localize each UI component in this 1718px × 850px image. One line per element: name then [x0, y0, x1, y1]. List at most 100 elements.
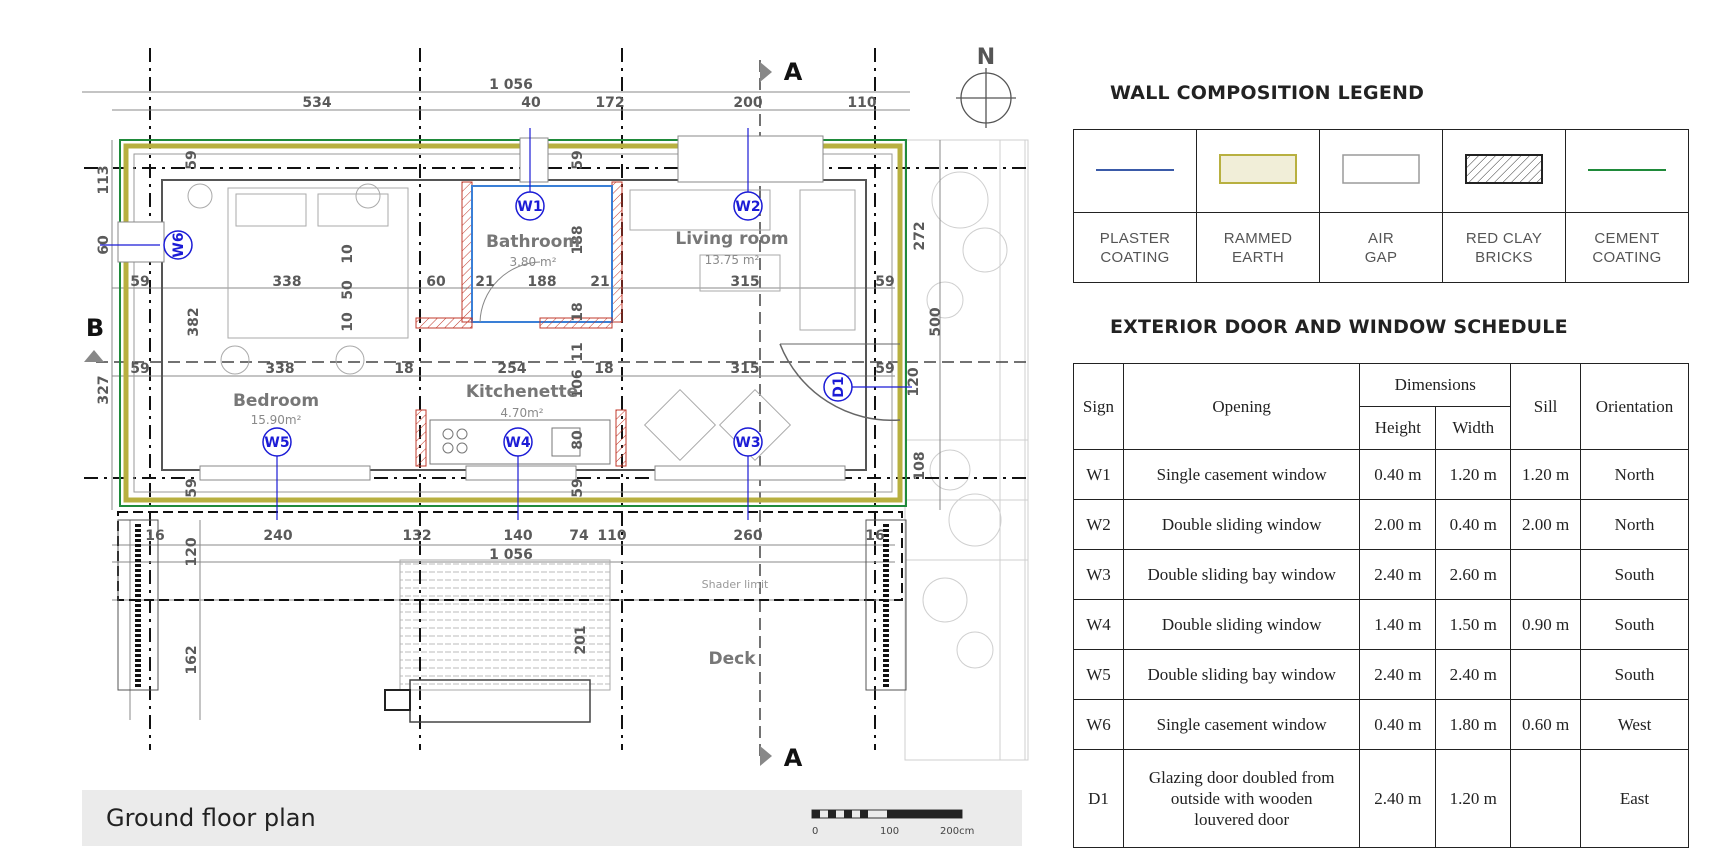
- cell-width: 2.60 m: [1435, 549, 1512, 600]
- dim-row1-6: 315: [730, 274, 759, 290]
- dim-bed-2: 50: [340, 280, 356, 300]
- dim-top-1: 534: [302, 95, 331, 111]
- door-window-schedule-table: Sign Opening Dimensions Sill Orientation…: [1073, 363, 1689, 848]
- dim-mid-4: 18: [570, 302, 586, 321]
- cell-width: 1.50 m: [1435, 599, 1512, 650]
- dim-mid-3: 106: [570, 369, 586, 398]
- dim-wall-59-top-b: 59: [570, 150, 586, 169]
- dim-wall-59-bot-b: 59: [570, 478, 586, 497]
- tag-w6: W6: [163, 230, 193, 260]
- section-marker-b: B: [84, 314, 104, 362]
- cell-sign: D1: [1073, 749, 1124, 848]
- dim-wall-16-a: 16: [145, 528, 164, 544]
- room-area-living: 13.75 m²: [705, 253, 760, 267]
- dim-left-2: 60: [96, 235, 112, 255]
- dim-row2-1: 338: [265, 361, 294, 377]
- table-row: W2 Double sliding window 2.00 m 0.40 m 2…: [1073, 499, 1689, 550]
- scale-bar: 0 100 200cm: [811, 809, 974, 837]
- bathroom-walls: [415, 181, 623, 329]
- dim-bed-1: 10: [340, 244, 356, 264]
- room-name-living: Living room: [675, 229, 788, 249]
- dim-top-4: 200: [733, 95, 762, 111]
- cell-sill: 0.90 m: [1510, 599, 1582, 650]
- dim-bed-3: 10: [340, 312, 356, 332]
- dim-row2-2: 18: [394, 361, 413, 377]
- room-area-kitchenette: 4.70m²: [500, 406, 543, 420]
- col-header-width: Width: [1435, 406, 1512, 450]
- svg-text:W2: W2: [735, 199, 760, 215]
- dim-bot-5: 110: [597, 528, 626, 544]
- room-name-bedroom: Bedroom: [233, 391, 319, 411]
- col-header-opening: Opening: [1122, 363, 1361, 450]
- scale-label-200: 200cm: [940, 826, 974, 837]
- cell-opening: Double sliding bay window: [1122, 549, 1361, 600]
- dim-row2-5: 315: [730, 361, 759, 377]
- tag-w2: W2: [733, 191, 763, 221]
- dim-left-1: 113: [96, 165, 112, 194]
- dim-left-3: 382: [186, 307, 202, 336]
- svg-text:A: A: [784, 744, 803, 772]
- legend-swatch-cement: [1565, 129, 1689, 213]
- dim-mid-2: 11: [570, 342, 586, 361]
- cell-orientation: North: [1580, 499, 1689, 550]
- dim-v120: 120: [184, 537, 200, 566]
- dim-bot-6: 260: [733, 528, 762, 544]
- cell-opening: Glazing door doubled from outside with w…: [1122, 749, 1361, 848]
- deck-area: [117, 511, 907, 723]
- schedule-title: EXTERIOR DOOR AND WINDOW SCHEDULE: [1110, 316, 1568, 338]
- tag-w5: W5: [262, 427, 292, 457]
- dim-wall-59-top-a: 59: [184, 150, 200, 169]
- svg-text:A: A: [784, 58, 803, 86]
- dim-bot-4: 74: [569, 528, 589, 544]
- room-labels: Bathroom 3.80 m² Living room 13.75 m² Be…: [233, 229, 789, 669]
- room-name-deck: Deck: [708, 649, 756, 669]
- dim-row1-5: 21: [590, 274, 609, 290]
- dim-row2-3: 254: [497, 361, 526, 377]
- opening-tags: W1 W2 W3 W4 W5 W6 D1: [163, 191, 853, 457]
- col-header-sign: Sign: [1073, 363, 1124, 450]
- cell-opening: Single casement window: [1122, 699, 1361, 750]
- cell-sill: 1.20 m: [1510, 449, 1582, 500]
- dimension-labels: 1 056 534 40 172 200 110 338 60 21 188 2…: [96, 77, 944, 675]
- dim-top-2: 40: [521, 95, 541, 111]
- room-area-bedroom: 15.90m²: [251, 413, 302, 427]
- cell-width: 1.20 m: [1435, 749, 1512, 848]
- svg-text:W1: W1: [517, 199, 542, 215]
- dim-right-3: 108: [912, 451, 928, 480]
- svg-text:W5: W5: [264, 435, 289, 451]
- cell-sign: W3: [1073, 549, 1124, 600]
- dim-right-2: 500: [928, 307, 944, 336]
- door-d1-swing: [779, 343, 901, 422]
- floor-plan-drawing: 1 056 534 40 172 200 110 338 60 21 188 2…: [82, 45, 1030, 772]
- table-row: W5 Double sliding bay window 2.40 m 2.40…: [1073, 649, 1689, 700]
- dim-row1-4: 188: [527, 274, 556, 290]
- cell-height: 2.40 m: [1359, 649, 1437, 700]
- room-name-kitchenette: Kitchenette: [466, 382, 578, 402]
- cell-orientation: West: [1580, 699, 1689, 750]
- dim-bot-3: 140: [503, 528, 532, 544]
- cell-height: 2.40 m: [1359, 749, 1437, 848]
- legend-swatch-plaster: [1073, 129, 1197, 213]
- wall-legend-title: WALL COMPOSITION LEGEND: [1110, 82, 1425, 104]
- legend-swatch-air-gap: [1319, 129, 1443, 213]
- dim-wall-59-d: 59: [875, 361, 894, 377]
- cell-orientation: North: [1580, 449, 1689, 500]
- section-marker-a-bottom: A: [760, 744, 803, 772]
- legend-swatch-rammed-earth: [1196, 129, 1320, 213]
- cell-sign: W4: [1073, 599, 1124, 650]
- kitchen-counter: [415, 409, 627, 467]
- col-header-orientation: Orientation: [1580, 363, 1689, 450]
- scale-label-100: 100: [880, 826, 899, 837]
- cell-height: 2.40 m: [1359, 549, 1437, 600]
- cell-sill: [1510, 649, 1582, 700]
- cell-sign: W1: [1073, 449, 1124, 500]
- cell-opening: Double sliding bay window: [1122, 649, 1361, 700]
- table-row: W6 Single casement window 0.40 m 1.80 m …: [1073, 699, 1689, 750]
- svg-text:D1: D1: [831, 376, 847, 397]
- north-arrow: N: [956, 45, 1016, 128]
- tag-d1: D1: [823, 372, 853, 402]
